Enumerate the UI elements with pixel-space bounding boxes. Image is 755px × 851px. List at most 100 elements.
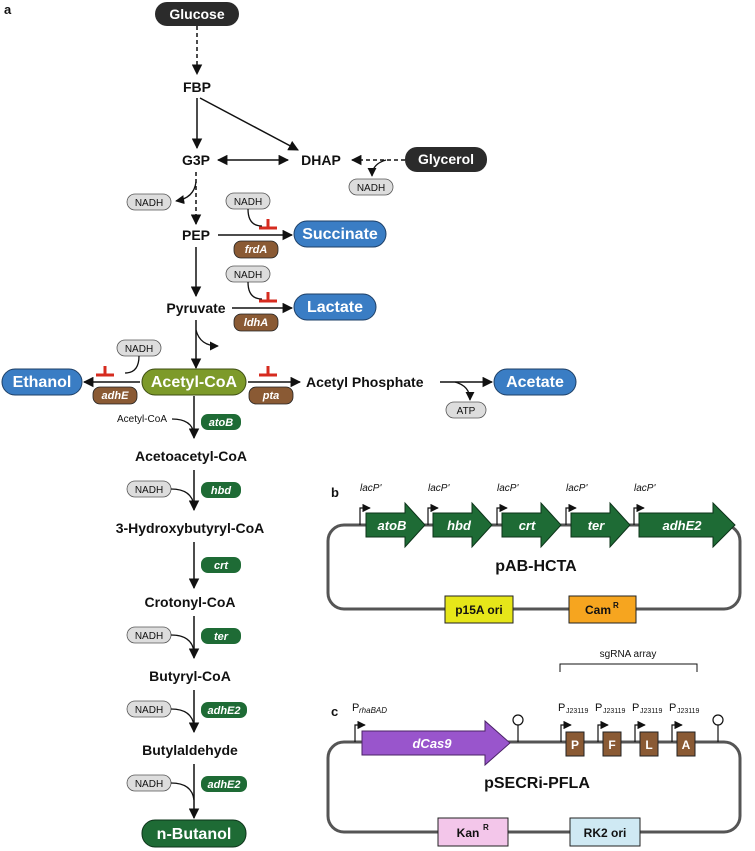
g3p-label: G3P xyxy=(182,152,210,168)
svg-text:Glycerol: Glycerol xyxy=(418,151,474,167)
svg-text:P: P xyxy=(352,702,359,714)
gene-arrow-adhE2: adhE2 xyxy=(638,501,736,549)
svg-text:Succinate: Succinate xyxy=(302,226,378,243)
fbp-label: FBP xyxy=(183,79,211,95)
n-butanol-node: n-Butanol xyxy=(141,819,247,848)
ori-box-b: p15A ori xyxy=(444,595,514,624)
gene-pta: pta xyxy=(248,386,294,405)
nadh-cofactor-ter: NADH xyxy=(126,626,172,644)
svg-text:NADH: NADH xyxy=(135,198,163,209)
svg-text:rhaBAD: rhaBAD xyxy=(359,706,387,715)
svg-text:NADH: NADH xyxy=(125,344,153,355)
svg-text:NADH: NADH xyxy=(135,779,163,790)
svg-text:ATP: ATP xyxy=(457,406,476,417)
gene-adhE2-2: adhE2 xyxy=(201,776,247,792)
svg-text:Lactate: Lactate xyxy=(307,299,363,316)
svg-text:P: P xyxy=(558,702,565,714)
nadh-adhE2-curve-2 xyxy=(170,782,195,801)
svg-text:lacP': lacP' xyxy=(634,483,656,494)
svg-text:lacP': lacP' xyxy=(428,483,450,494)
gene-adhE2-1: adhE2 xyxy=(201,702,247,718)
svg-text:NADH: NADH xyxy=(135,631,163,642)
acetyl-phosphate-label: Acetyl Phosphate xyxy=(306,374,424,390)
svg-text:sgRNA array: sgRNA array xyxy=(600,649,657,660)
svg-text:dCas9: dCas9 xyxy=(412,736,452,751)
promoter-b-2: lacP' xyxy=(427,483,450,525)
promoter-b-5: lacP' xyxy=(633,483,656,525)
resistance-box-b: Cam R xyxy=(568,595,637,624)
glucose-node: Glucose xyxy=(155,2,239,26)
atp-cofactor: ATP xyxy=(445,401,487,419)
arrow-pyruvate-byproduct xyxy=(195,329,219,351)
panel-label-c: c xyxy=(331,704,338,719)
svg-text:adhE2: adhE2 xyxy=(207,779,240,791)
gene-adhE: adhE xyxy=(92,386,138,405)
inhibit-adhE xyxy=(96,366,114,377)
gene-arrow-dCas9: dCas9 xyxy=(361,719,511,767)
gene-frdA: frdA xyxy=(233,240,279,259)
arrow-g3p-nadh xyxy=(175,181,197,205)
svg-text:Cam: Cam xyxy=(585,603,611,617)
inhibit-ldhA xyxy=(259,292,277,303)
svg-text:ldhA: ldhA xyxy=(244,317,268,329)
acetylcoa-curve xyxy=(171,418,195,435)
nadh-ter-curve xyxy=(170,634,195,653)
nadh-cofactor-ethanol: NADH xyxy=(116,339,162,357)
succinate-node: Succinate xyxy=(293,220,387,248)
sgrna-box-L: L xyxy=(639,731,659,757)
svg-text:atoB: atoB xyxy=(378,518,407,533)
sgrna-box-A: A xyxy=(676,731,696,757)
svg-text:R: R xyxy=(613,601,619,610)
svg-text:R: R xyxy=(483,823,489,832)
svg-text:crt: crt xyxy=(214,560,229,572)
promoter-sgrna-2: P J23119 xyxy=(595,702,626,742)
acetyl-coa-cosubstrate: Acetyl-CoA xyxy=(117,414,167,425)
svg-text:A: A xyxy=(682,738,691,752)
gene-crt: crt xyxy=(201,557,241,573)
svg-text:hbd: hbd xyxy=(447,518,472,533)
svg-text:adhE2: adhE2 xyxy=(662,518,702,533)
gene-atoB: atoB xyxy=(201,414,241,430)
terminator-1 xyxy=(512,714,524,742)
arrow-acetate-atp xyxy=(454,381,475,401)
acetate-node: Acetate xyxy=(493,368,577,396)
svg-text:Acetate: Acetate xyxy=(506,374,564,391)
svg-text:pSECRi-PFLA: pSECRi-PFLA xyxy=(484,775,590,792)
gene-ldhA: ldhA xyxy=(233,313,279,332)
svg-text:ter: ter xyxy=(214,631,229,643)
crotonyl-coa-label: Crotonyl-CoA xyxy=(145,594,236,610)
glycerol-node: Glycerol xyxy=(405,147,487,172)
gene-ter: ter xyxy=(201,628,241,644)
svg-text:n-Butanol: n-Butanol xyxy=(157,826,232,843)
gene-hbd: hbd xyxy=(201,482,241,498)
nadh-cofactor-g3p: NADH xyxy=(126,193,172,211)
svg-text:Ethanol: Ethanol xyxy=(13,374,72,391)
gene-arrow-atoB: atoB xyxy=(365,501,426,549)
svg-text:J23119: J23119 xyxy=(603,708,626,715)
gene-arrow-crt: crt xyxy=(501,501,562,549)
svg-text:J23119: J23119 xyxy=(566,708,589,715)
panel-label-b: b xyxy=(331,485,339,500)
plasmid-b: pAB-HCTA xyxy=(326,523,742,611)
butylaldehyde-label: Butylaldehyde xyxy=(142,742,238,758)
sgrna-box-P: P xyxy=(565,731,585,757)
pep-label: PEP xyxy=(182,227,210,243)
svg-text:NADH: NADH xyxy=(135,485,163,496)
svg-text:Kan: Kan xyxy=(457,826,480,840)
promoter-sgrna-1: P J23119 xyxy=(558,702,589,742)
butyryl-coa-label: Butyryl-CoA xyxy=(149,668,231,684)
nadh-adhE2-curve-1 xyxy=(170,708,195,727)
svg-text:lacP': lacP' xyxy=(497,483,519,494)
inhibit-frdA xyxy=(259,219,277,230)
svg-text:adhE2: adhE2 xyxy=(207,705,240,717)
panel-label-a: a xyxy=(4,2,12,17)
promoter-b-4: lacP' xyxy=(565,483,588,525)
svg-text:J23119: J23119 xyxy=(640,708,663,715)
plasmid-c: pSECRi-PFLA xyxy=(326,740,742,834)
svg-text:atoB: atoB xyxy=(209,417,234,429)
nadh-hbd-curve xyxy=(170,488,195,507)
arrow-fbp-dhap xyxy=(199,97,299,151)
dhap-label: DHAP xyxy=(301,152,341,168)
svg-text:Glucose: Glucose xyxy=(169,6,224,22)
nadh-lactate-curve xyxy=(247,281,263,300)
